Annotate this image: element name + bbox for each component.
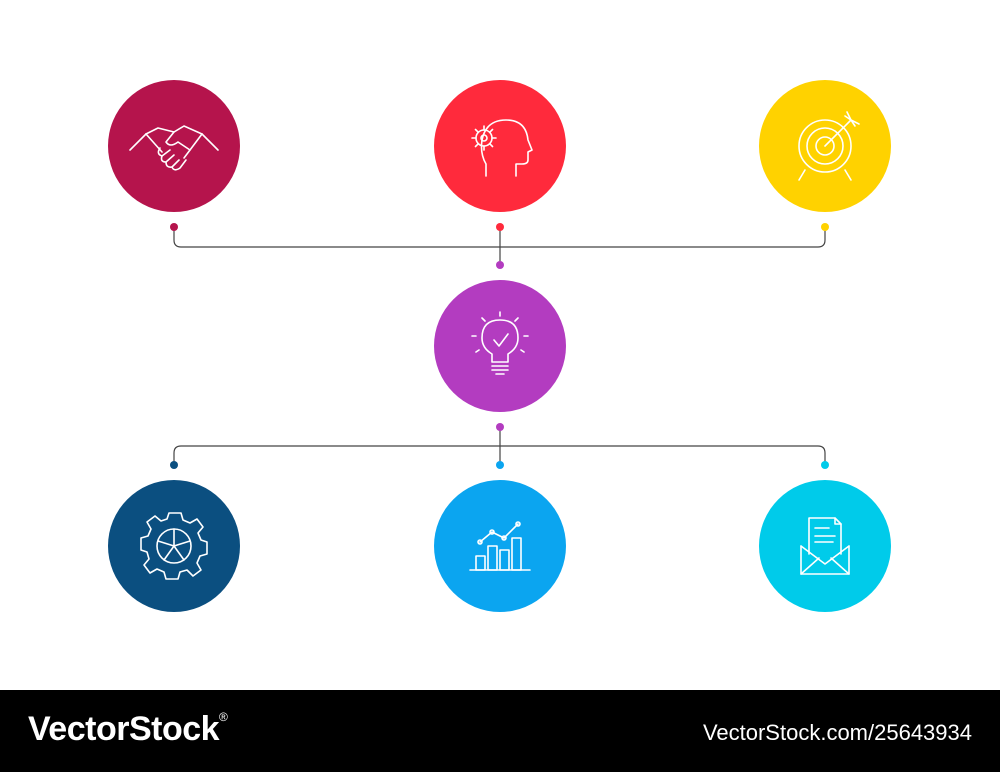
connector-dot — [496, 423, 504, 431]
brand-name: VectorStock — [28, 710, 220, 748]
node-idea — [434, 280, 566, 412]
lightbulb-check-icon — [471, 311, 529, 375]
connector-dot — [821, 461, 829, 469]
envelope-letter-icon — [800, 517, 850, 575]
connector-dot — [170, 461, 178, 469]
target-arrow-icon — [798, 111, 860, 181]
connector-top — [173, 227, 826, 265]
gear-pie-icon — [140, 512, 208, 580]
node-target — [759, 80, 891, 212]
node-growth — [434, 480, 566, 612]
node-handshake — [108, 80, 240, 212]
brand-logo: VectorStock® — [28, 710, 228, 749]
brand-mark: ® — [219, 710, 228, 724]
connector-dot — [496, 223, 504, 231]
image-reference: VectorStock.com/25643934 — [702, 720, 972, 745]
connector-dot — [496, 261, 504, 269]
connector-dot — [821, 223, 829, 231]
node-settings — [108, 480, 240, 612]
connector-bottom — [173, 427, 826, 465]
connector-dot — [496, 461, 504, 469]
bar-chart-growth-icon — [469, 521, 531, 571]
watermark-footer: VectorStock® VectorStock.com/25643934 — [0, 690, 1000, 772]
node-mind — [434, 80, 566, 212]
head-gear-icon — [471, 119, 533, 177]
hierarchy-diagram — [108, 80, 891, 612]
node-mail — [759, 480, 891, 612]
handshake-icon — [129, 125, 219, 171]
connector-dot — [170, 223, 178, 231]
